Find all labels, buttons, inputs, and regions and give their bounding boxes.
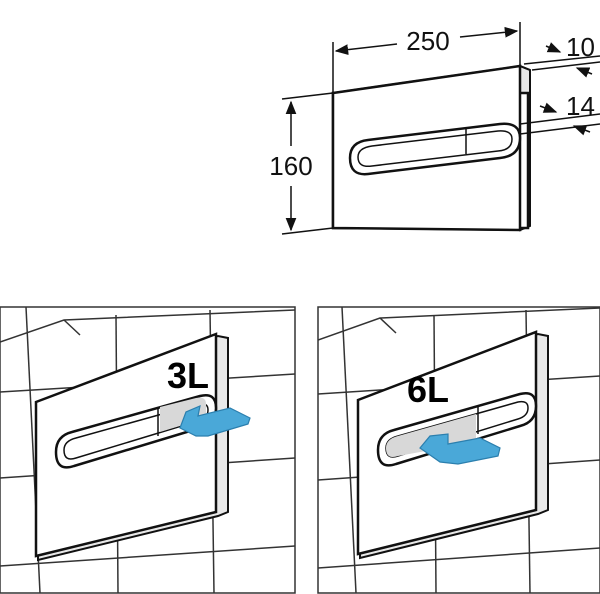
dimension-width: 250 bbox=[332, 22, 521, 93]
flush-plate-front-view bbox=[331, 64, 531, 232]
technical-drawing: 250 160 10 14 bbox=[269, 22, 600, 235]
dimension-depth-button: 14 bbox=[519, 91, 600, 136]
dimension-depth-button-label: 14 bbox=[566, 91, 595, 121]
volume-label-6l: 6L bbox=[407, 369, 449, 410]
installation-panel-3l: 3L bbox=[0, 306, 296, 594]
flush-plate-3l bbox=[34, 332, 229, 562]
dimension-height: 160 bbox=[269, 92, 334, 235]
dimension-depth-total: 10 bbox=[523, 32, 600, 78]
installation-panel-6l: 6L bbox=[317, 306, 600, 594]
press-arrow-left-button bbox=[419, 433, 501, 465]
button-pill bbox=[348, 122, 522, 176]
press-arrow-right-button bbox=[179, 404, 251, 437]
volume-label-3l: 3L bbox=[167, 355, 209, 396]
dimension-height-label: 160 bbox=[269, 151, 312, 181]
dimension-depth-total-label: 10 bbox=[566, 32, 595, 62]
dimension-width-label: 250 bbox=[406, 26, 449, 56]
